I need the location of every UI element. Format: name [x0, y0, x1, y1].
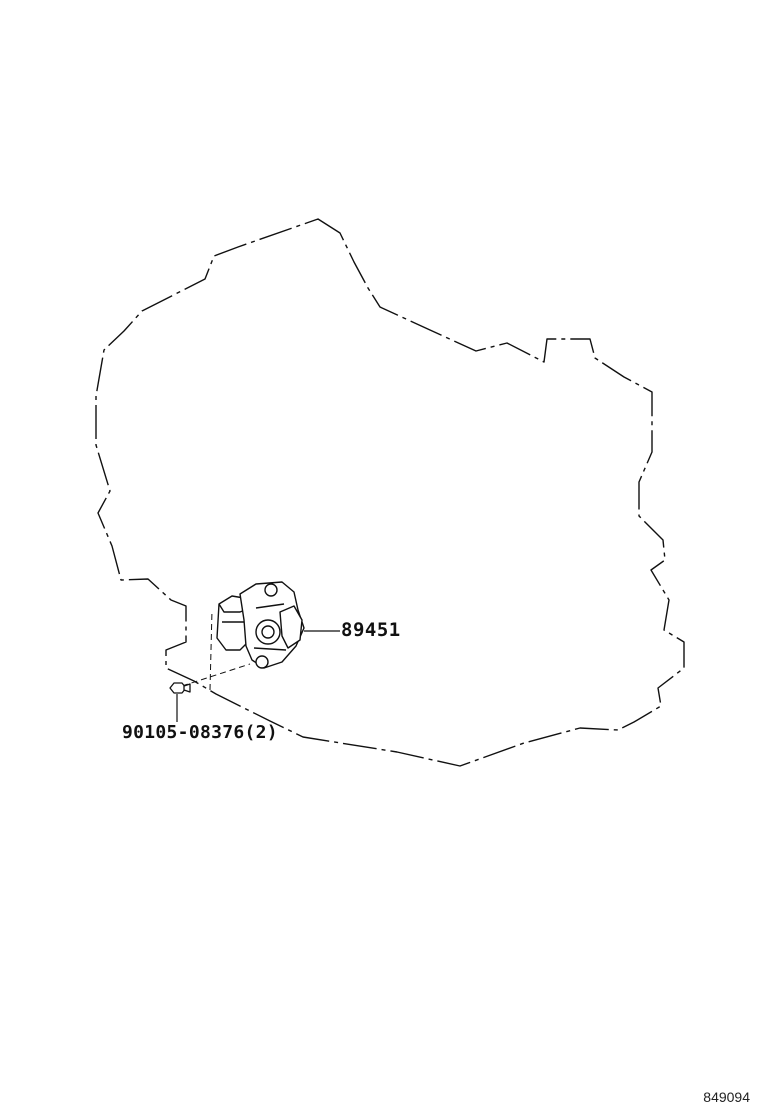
- neutral-start-switch: [216, 581, 305, 669]
- bolt-quantity: (2): [244, 722, 278, 743]
- bolt-alignment-lines: [181, 609, 251, 691]
- callout-switch-part-number: 89451: [341, 621, 401, 640]
- bolt-part-number: 90105-08376: [122, 722, 245, 743]
- transmission-housing-outline: [95, 218, 685, 767]
- bolt-icon: [169, 682, 191, 694]
- callout-bolt-part-number: 90105-08376(2): [122, 724, 278, 742]
- leader-lines: [176, 630, 340, 722]
- switch-part-number: 89451: [341, 619, 401, 641]
- diagram-reference-code: 849094: [703, 1089, 750, 1105]
